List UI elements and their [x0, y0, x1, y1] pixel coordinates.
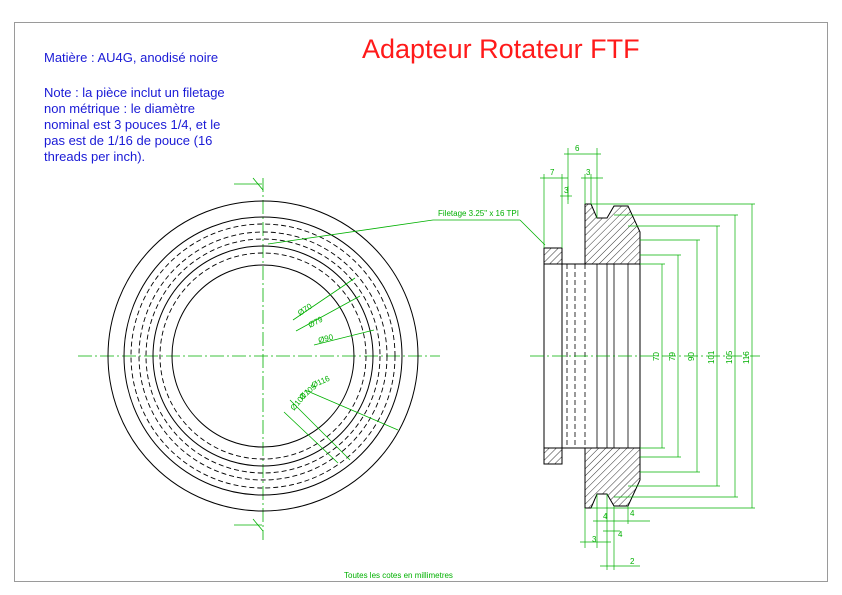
drawing-title: Adapteur Rotateur FTF	[362, 34, 640, 64]
front-view: Ø70 Ø79 Ø90 Ø116 Ø105 Ø101	[78, 177, 440, 540]
note-line: Note : la pièce inclut un filetage	[44, 85, 225, 100]
dim-top-7: 7	[550, 168, 555, 177]
outer-circle-116	[107, 200, 419, 512]
bore-circle-70	[171, 264, 355, 448]
dim-top-3b: 3	[586, 168, 591, 177]
section-top	[543, 203, 641, 265]
circle-105	[123, 216, 403, 496]
dim-d70: Ø70	[296, 301, 314, 317]
material-spec: Matière : AU4G, anodisé noire	[44, 50, 219, 65]
hidden-circle-a	[138, 231, 388, 481]
thread-note: Note : la pièce inclut un filetage non m…	[44, 85, 264, 165]
circle-90	[152, 245, 374, 467]
dim-bot-2: 2	[630, 557, 635, 566]
dim-bot-4b: 4	[630, 509, 635, 518]
dim-bot-4c: 4	[618, 530, 623, 539]
dim-v105: 105	[725, 350, 734, 364]
dim-bot-3: 3	[592, 535, 597, 544]
note-line: threads per inch).	[44, 149, 146, 164]
dim-top-6: 6	[575, 144, 580, 153]
dim-v116: 116	[742, 351, 751, 364]
hidden-circle-c	[159, 252, 367, 460]
note-line: non métrique : le diamètre	[44, 101, 196, 116]
drawing-frame	[14, 22, 828, 582]
note-line: nominal est 3 pouces 1/4, et le	[44, 117, 221, 132]
thread-circle-101	[130, 223, 396, 489]
dim-bot-4a: 4	[603, 512, 608, 521]
side-section-view: 70 79 90 101 105 116 6 7 3 3	[530, 144, 760, 570]
dim-v90: 90	[687, 352, 696, 361]
thread-label: Filetage 3.25" x 16 TPI	[438, 209, 519, 218]
dim-v79: 79	[668, 352, 677, 361]
dim-v70: 70	[652, 352, 661, 361]
dim-v101: 101	[707, 350, 716, 364]
dim-d90: Ø90	[317, 332, 334, 345]
units-footer: Toutes les cotes en millimetres	[344, 571, 453, 580]
hidden-circle-b	[145, 238, 381, 474]
dim-top-3a: 3	[564, 186, 569, 195]
note-line: pas est de 1/16 de pouce (16	[44, 133, 213, 148]
section-bottom	[543, 447, 641, 509]
thread-callout: Filetage 3.25" x 16 TPI	[267, 209, 546, 246]
